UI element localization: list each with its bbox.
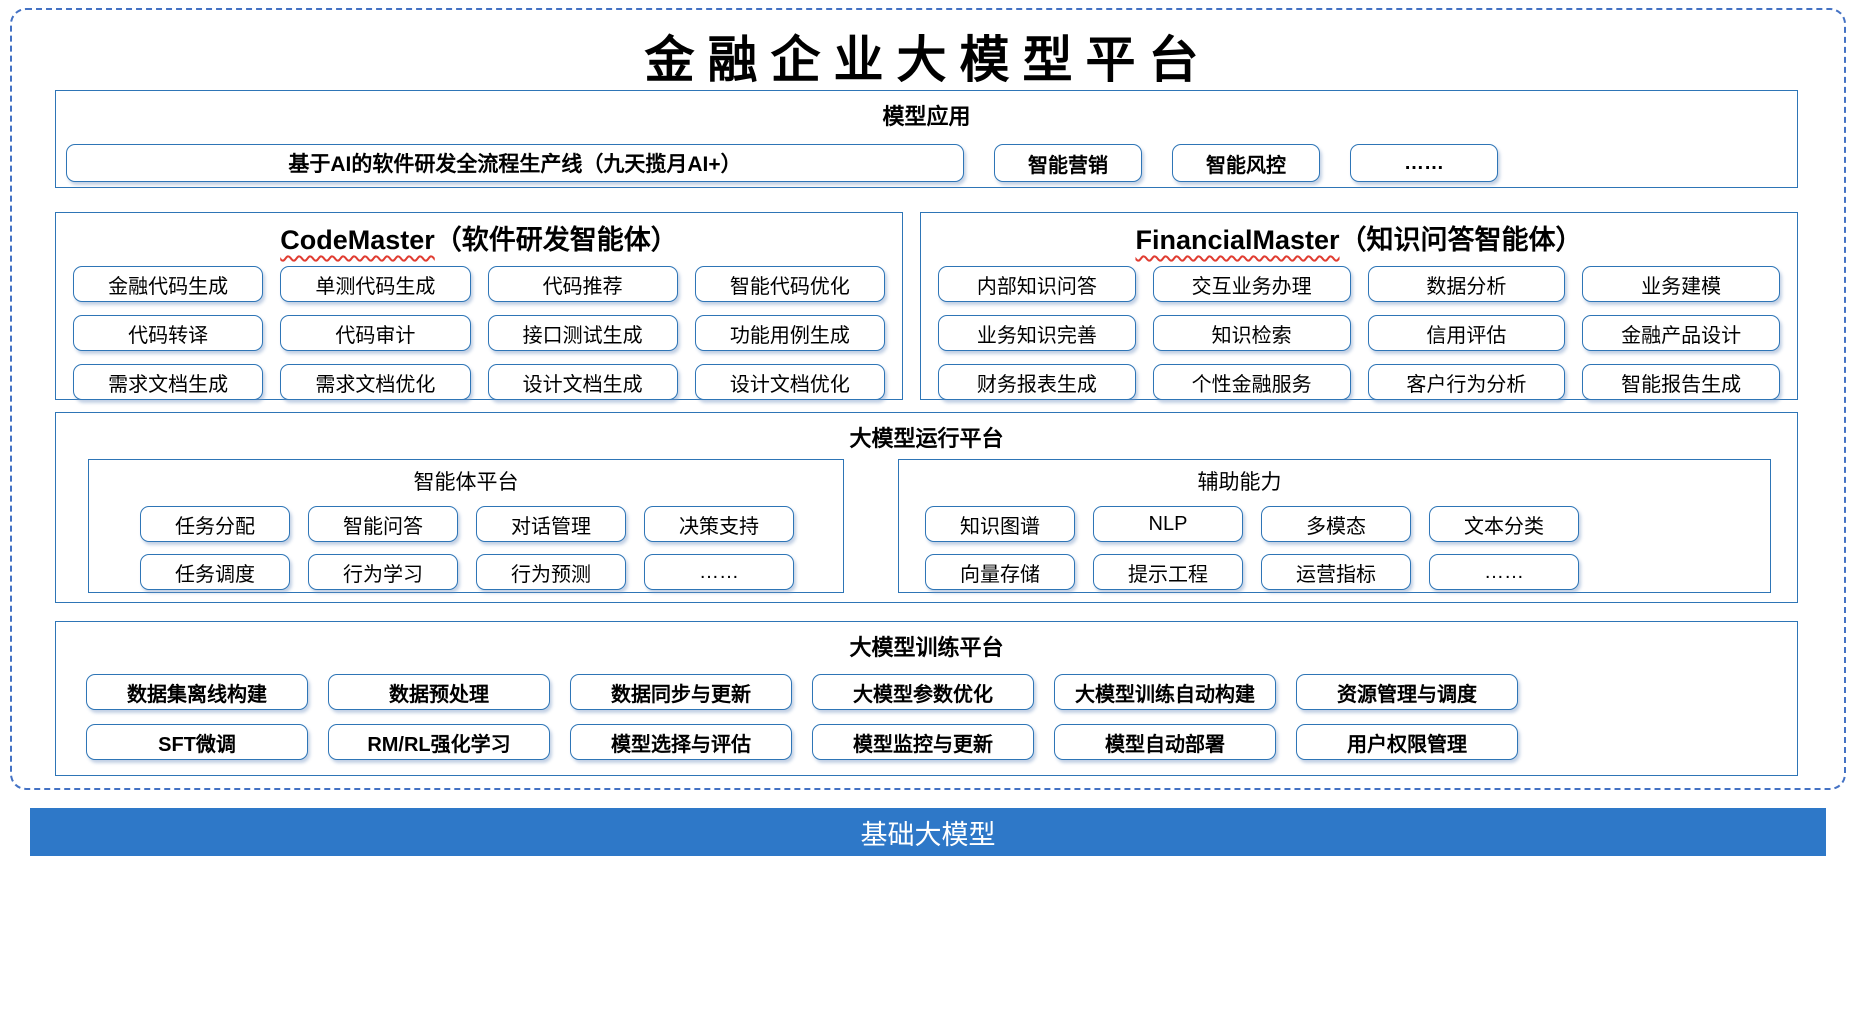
foundation-model-bar: 基础大模型	[30, 808, 1826, 856]
training-platform-item: 大模型训练自动构建	[1054, 674, 1276, 710]
training-platform-item: 数据集离线构建	[86, 674, 308, 710]
training-platform-row: SFT微调 RM/RL强化学习 模型选择与评估 模型监控与更新 模型自动部署 用…	[56, 724, 1797, 760]
code-master-title-suffix: （软件研发智能体）	[434, 225, 678, 255]
code-master-item: 代码推荐	[487, 266, 678, 302]
training-platform-item: 模型选择与评估	[570, 724, 792, 760]
financial-master-grid: 内部知识问答 交互业务办理 数据分析 业务建模 业务知识完善 知识检索 信用评估…	[921, 257, 1797, 400]
agent-platform-item: 决策支持	[644, 506, 794, 542]
training-platform-item: 数据同步与更新	[570, 674, 792, 710]
code-master-item: 设计文档优化	[694, 364, 885, 400]
model-applications-header: 模型应用	[882, 104, 971, 129]
auxiliary-capabilities-header: 辅助能力	[1197, 471, 1282, 494]
financial-master-item: 智能报告生成	[1582, 364, 1780, 400]
training-platform-item: 数据预处理	[328, 674, 550, 710]
agent-platform-item: 智能问答	[308, 506, 458, 542]
app-item-ellipsis: ……	[1350, 144, 1498, 182]
code-master-title-en: CodeMaster	[280, 225, 435, 255]
financial-master-item: 财务报表生成	[938, 364, 1136, 400]
training-platform-item: 用户权限管理	[1296, 724, 1518, 760]
code-master-item: 代码转译	[73, 315, 264, 351]
financial-master-item: 业务建模	[1582, 266, 1780, 302]
code-master-item: 单测代码生成	[280, 266, 471, 302]
auxiliary-item: 知识图谱	[925, 506, 1075, 542]
section-runtime-platform: 大模型运行平台 智能体平台 任务分配 智能问答 对话管理 决策支持 任务调度 行…	[55, 412, 1798, 603]
auxiliary-item: 向量存储	[925, 554, 1075, 590]
agent-platform-row: 任务分配 智能问答 对话管理 决策支持	[89, 506, 843, 542]
financial-master-item: 知识检索	[1152, 315, 1351, 351]
financial-master-item: 个性金融服务	[1152, 364, 1351, 400]
financial-master-header: FinancialMaster（知识问答智能体）	[921, 213, 1797, 257]
section-training-platform: 大模型训练平台 数据集离线构建 数据预处理 数据同步与更新 大模型参数优化 大模…	[55, 621, 1798, 776]
training-platform-row: 数据集离线构建 数据预处理 数据同步与更新 大模型参数优化 大模型训练自动构建 …	[56, 674, 1797, 710]
auxiliary-item: 多模态	[1261, 506, 1411, 542]
financial-master-title-suffix: （知识问答智能体）	[1339, 225, 1583, 255]
page-title: 金融企业大模型平台	[644, 30, 1212, 89]
training-platform-item: 资源管理与调度	[1296, 674, 1518, 710]
financial-master-item: 信用评估	[1367, 315, 1566, 351]
training-platform-header: 大模型训练平台	[849, 635, 1004, 660]
code-master-item: 设计文档生成	[487, 364, 678, 400]
code-master-item: 金融代码生成	[73, 266, 264, 302]
code-master-item: 需求文档生成	[73, 364, 264, 400]
section-code-master: CodeMaster（软件研发智能体） 金融代码生成 单测代码生成 代码推荐 智…	[55, 212, 903, 400]
code-master-item: 接口测试生成	[487, 315, 678, 351]
code-master-item: 功能用例生成	[694, 315, 885, 351]
training-platform-item: RM/RL强化学习	[328, 724, 550, 760]
app-item-smart-marketing: 智能营销	[994, 144, 1142, 182]
agent-platform-item: 对话管理	[476, 506, 626, 542]
financial-master-item: 业务知识完善	[938, 315, 1136, 351]
agent-platform-item: 任务调度	[140, 554, 290, 590]
app-item-smart-risk-control: 智能风控	[1172, 144, 1320, 182]
agent-platform-row: 任务调度 行为学习 行为预测 ……	[89, 554, 843, 590]
code-master-item: 代码审计	[280, 315, 471, 351]
agent-platform-header: 智能体平台	[413, 471, 519, 494]
financial-master-item: 内部知识问答	[938, 266, 1136, 302]
financial-master-item: 客户行为分析	[1367, 364, 1566, 400]
code-master-item: 智能代码优化	[694, 266, 885, 302]
auxiliary-item: 运营指标	[1261, 554, 1411, 590]
model-applications-row: 基于AI的软件研发全流程生产线（九天揽月AI+） 智能营销 智能风控 ……	[66, 144, 1787, 182]
auxiliary-item: NLP	[1093, 506, 1243, 542]
auxiliary-row: 向量存储 提示工程 运营指标 ……	[899, 554, 1770, 590]
auxiliary-item: 文本分类	[1429, 506, 1579, 542]
financial-master-item: 交互业务办理	[1152, 266, 1351, 302]
subsection-agent-platform: 智能体平台 任务分配 智能问答 对话管理 决策支持 任务调度 行为学习 行为预测…	[88, 459, 844, 593]
training-platform-item: SFT微调	[86, 724, 308, 760]
training-platform-item: 模型监控与更新	[812, 724, 1034, 760]
platform-dashed-frame	[10, 8, 1846, 790]
code-master-item: 需求文档优化	[280, 364, 471, 400]
agent-platform-item-ellipsis: ……	[644, 554, 794, 590]
agent-platform-item: 行为预测	[476, 554, 626, 590]
code-master-header: CodeMaster（软件研发智能体）	[56, 213, 902, 257]
section-model-applications: 模型应用 基于AI的软件研发全流程生产线（九天揽月AI+） 智能营销 智能风控 …	[55, 90, 1798, 188]
auxiliary-item-ellipsis: ……	[1429, 554, 1579, 590]
agent-platform-item: 任务分配	[140, 506, 290, 542]
training-platform-item: 模型自动部署	[1054, 724, 1276, 760]
subsection-auxiliary-capabilities: 辅助能力 知识图谱 NLP 多模态 文本分类 向量存储 提示工程 运营指标 ……	[898, 459, 1771, 593]
foundation-model-label: 基础大模型	[860, 819, 996, 850]
financial-master-item: 金融产品设计	[1582, 315, 1780, 351]
financial-master-item: 数据分析	[1367, 266, 1566, 302]
runtime-platform-header: 大模型运行平台	[849, 426, 1004, 451]
auxiliary-item: 提示工程	[1093, 554, 1243, 590]
auxiliary-row: 知识图谱 NLP 多模态 文本分类	[899, 506, 1770, 542]
agent-platform-item: 行为学习	[308, 554, 458, 590]
section-financial-master: FinancialMaster（知识问答智能体） 内部知识问答 交互业务办理 数…	[920, 212, 1798, 400]
training-platform-item: 大模型参数优化	[812, 674, 1034, 710]
financial-master-title-en: FinancialMaster	[1135, 225, 1340, 255]
code-master-grid: 金融代码生成 单测代码生成 代码推荐 智能代码优化 代码转译 代码审计 接口测试…	[56, 257, 902, 400]
app-item-ai-production-line: 基于AI的软件研发全流程生产线（九天揽月AI+）	[66, 144, 964, 182]
